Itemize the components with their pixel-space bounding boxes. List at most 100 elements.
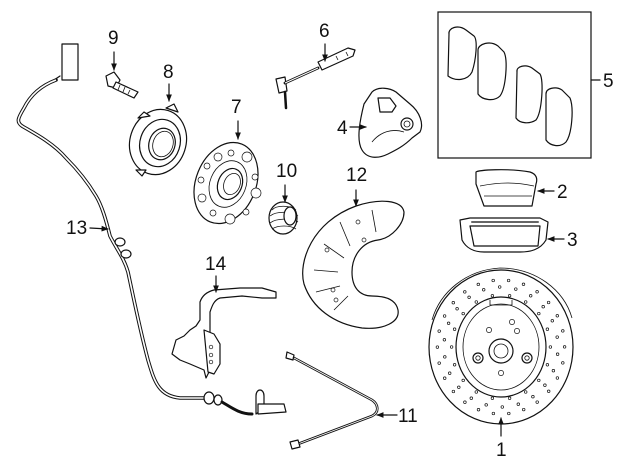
drill-hole xyxy=(500,405,504,409)
drill-hole xyxy=(531,395,535,399)
brake-pads[interactable] xyxy=(437,11,592,159)
drill-hole xyxy=(507,396,512,400)
drill-hole xyxy=(463,400,467,404)
drill-hole xyxy=(524,390,528,394)
drill-hole xyxy=(443,376,447,380)
svg-text:2: 2 xyxy=(557,182,568,203)
drill-hole xyxy=(437,361,441,365)
drill-hole xyxy=(545,327,550,331)
drill-hole xyxy=(435,345,440,349)
drill-hole xyxy=(461,378,465,383)
hub[interactable] xyxy=(182,133,269,233)
drill-hole xyxy=(498,285,502,289)
pad-wear-sensor[interactable] xyxy=(275,47,356,110)
splash-shield[interactable] xyxy=(302,200,405,329)
drill-hole xyxy=(524,300,528,304)
drill-hole xyxy=(529,294,533,298)
drill-hole xyxy=(457,385,461,389)
drill-hole xyxy=(442,314,447,318)
svg-text:8: 8 xyxy=(163,62,174,83)
drill-hole xyxy=(469,396,473,400)
drill-hole xyxy=(545,363,550,367)
drill-hole xyxy=(555,352,560,356)
drill-hole xyxy=(537,311,541,316)
svg-text:11: 11 xyxy=(398,406,418,427)
svg-text:4: 4 xyxy=(337,118,348,139)
svg-text:13: 13 xyxy=(66,218,87,239)
callout-4: 4 xyxy=(337,118,367,139)
drill-hole xyxy=(535,290,539,294)
drill-hole xyxy=(449,345,454,349)
drill-hole xyxy=(546,300,551,305)
drill-hole xyxy=(555,376,560,380)
drill-hole xyxy=(561,361,565,365)
drill-hole xyxy=(516,402,520,406)
callout-13: 13 xyxy=(66,218,109,239)
svg-text:7: 7 xyxy=(231,97,242,118)
drill-hole xyxy=(550,319,554,323)
callout-1: 1 xyxy=(496,417,507,461)
caliper-cover-frame[interactable] xyxy=(459,217,549,253)
drill-hole xyxy=(476,408,481,412)
rotor-drill-holes xyxy=(435,278,567,416)
drill-hole xyxy=(490,294,495,298)
drill-hole xyxy=(467,295,471,299)
svg-text:14: 14 xyxy=(205,254,227,275)
bracket[interactable] xyxy=(171,287,277,379)
drill-hole xyxy=(463,290,467,294)
wear-sensor-lead[interactable] xyxy=(285,351,379,450)
drill-hole xyxy=(522,407,526,412)
callout-6: 6 xyxy=(319,21,330,62)
drill-hole xyxy=(446,321,451,325)
svg-text:3: 3 xyxy=(567,230,578,251)
drill-hole xyxy=(461,311,465,316)
caliper[interactable] xyxy=(358,87,423,158)
svg-text:6: 6 xyxy=(319,21,330,42)
drill-hole xyxy=(452,327,457,331)
drill-hole xyxy=(543,383,547,387)
wheel-bearing[interactable] xyxy=(121,102,195,182)
drill-hole xyxy=(537,378,541,383)
drill-hole xyxy=(506,278,511,283)
drill-hole xyxy=(443,355,447,359)
drill-hole xyxy=(491,278,495,283)
svg-text:5: 5 xyxy=(603,71,614,92)
drill-hole xyxy=(541,305,545,309)
drill-hole xyxy=(562,345,567,349)
drill-hole xyxy=(555,314,559,318)
callout-11: 11 xyxy=(376,406,418,427)
drill-hole xyxy=(437,329,441,333)
callout-5: 5 xyxy=(590,71,614,92)
drill-hole xyxy=(484,403,488,407)
brake-rotor[interactable] xyxy=(428,267,574,425)
drill-hole xyxy=(535,400,539,404)
drill-hole xyxy=(452,363,457,367)
bolt[interactable] xyxy=(105,71,139,99)
caliper-cover[interactable] xyxy=(475,169,538,207)
drill-hole xyxy=(521,282,526,286)
dust-cap[interactable] xyxy=(268,201,299,235)
drill-hole xyxy=(474,300,478,304)
callout-12: 12 xyxy=(346,165,367,207)
drill-hole xyxy=(490,396,495,400)
drill-hole xyxy=(455,307,459,311)
abs-sensor-harness[interactable] xyxy=(16,43,287,416)
drill-hole xyxy=(482,288,486,292)
drill-hole xyxy=(551,369,556,373)
drill-hole xyxy=(548,345,553,349)
drill-hole xyxy=(448,371,452,375)
svg-text:10: 10 xyxy=(276,161,297,182)
drill-hole xyxy=(451,301,455,305)
drill-hole xyxy=(491,411,496,416)
svg-text:9: 9 xyxy=(108,28,119,49)
callout-7: 7 xyxy=(231,97,242,140)
drill-hole xyxy=(507,411,511,416)
callout-2: 2 xyxy=(537,182,568,203)
drill-hole xyxy=(474,390,478,394)
callout-9: 9 xyxy=(108,28,119,71)
callout-14: 14 xyxy=(205,254,227,293)
drill-hole xyxy=(561,329,565,333)
drill-hole xyxy=(476,282,480,287)
drill-hole xyxy=(555,335,559,339)
svg-text:12: 12 xyxy=(346,165,367,186)
